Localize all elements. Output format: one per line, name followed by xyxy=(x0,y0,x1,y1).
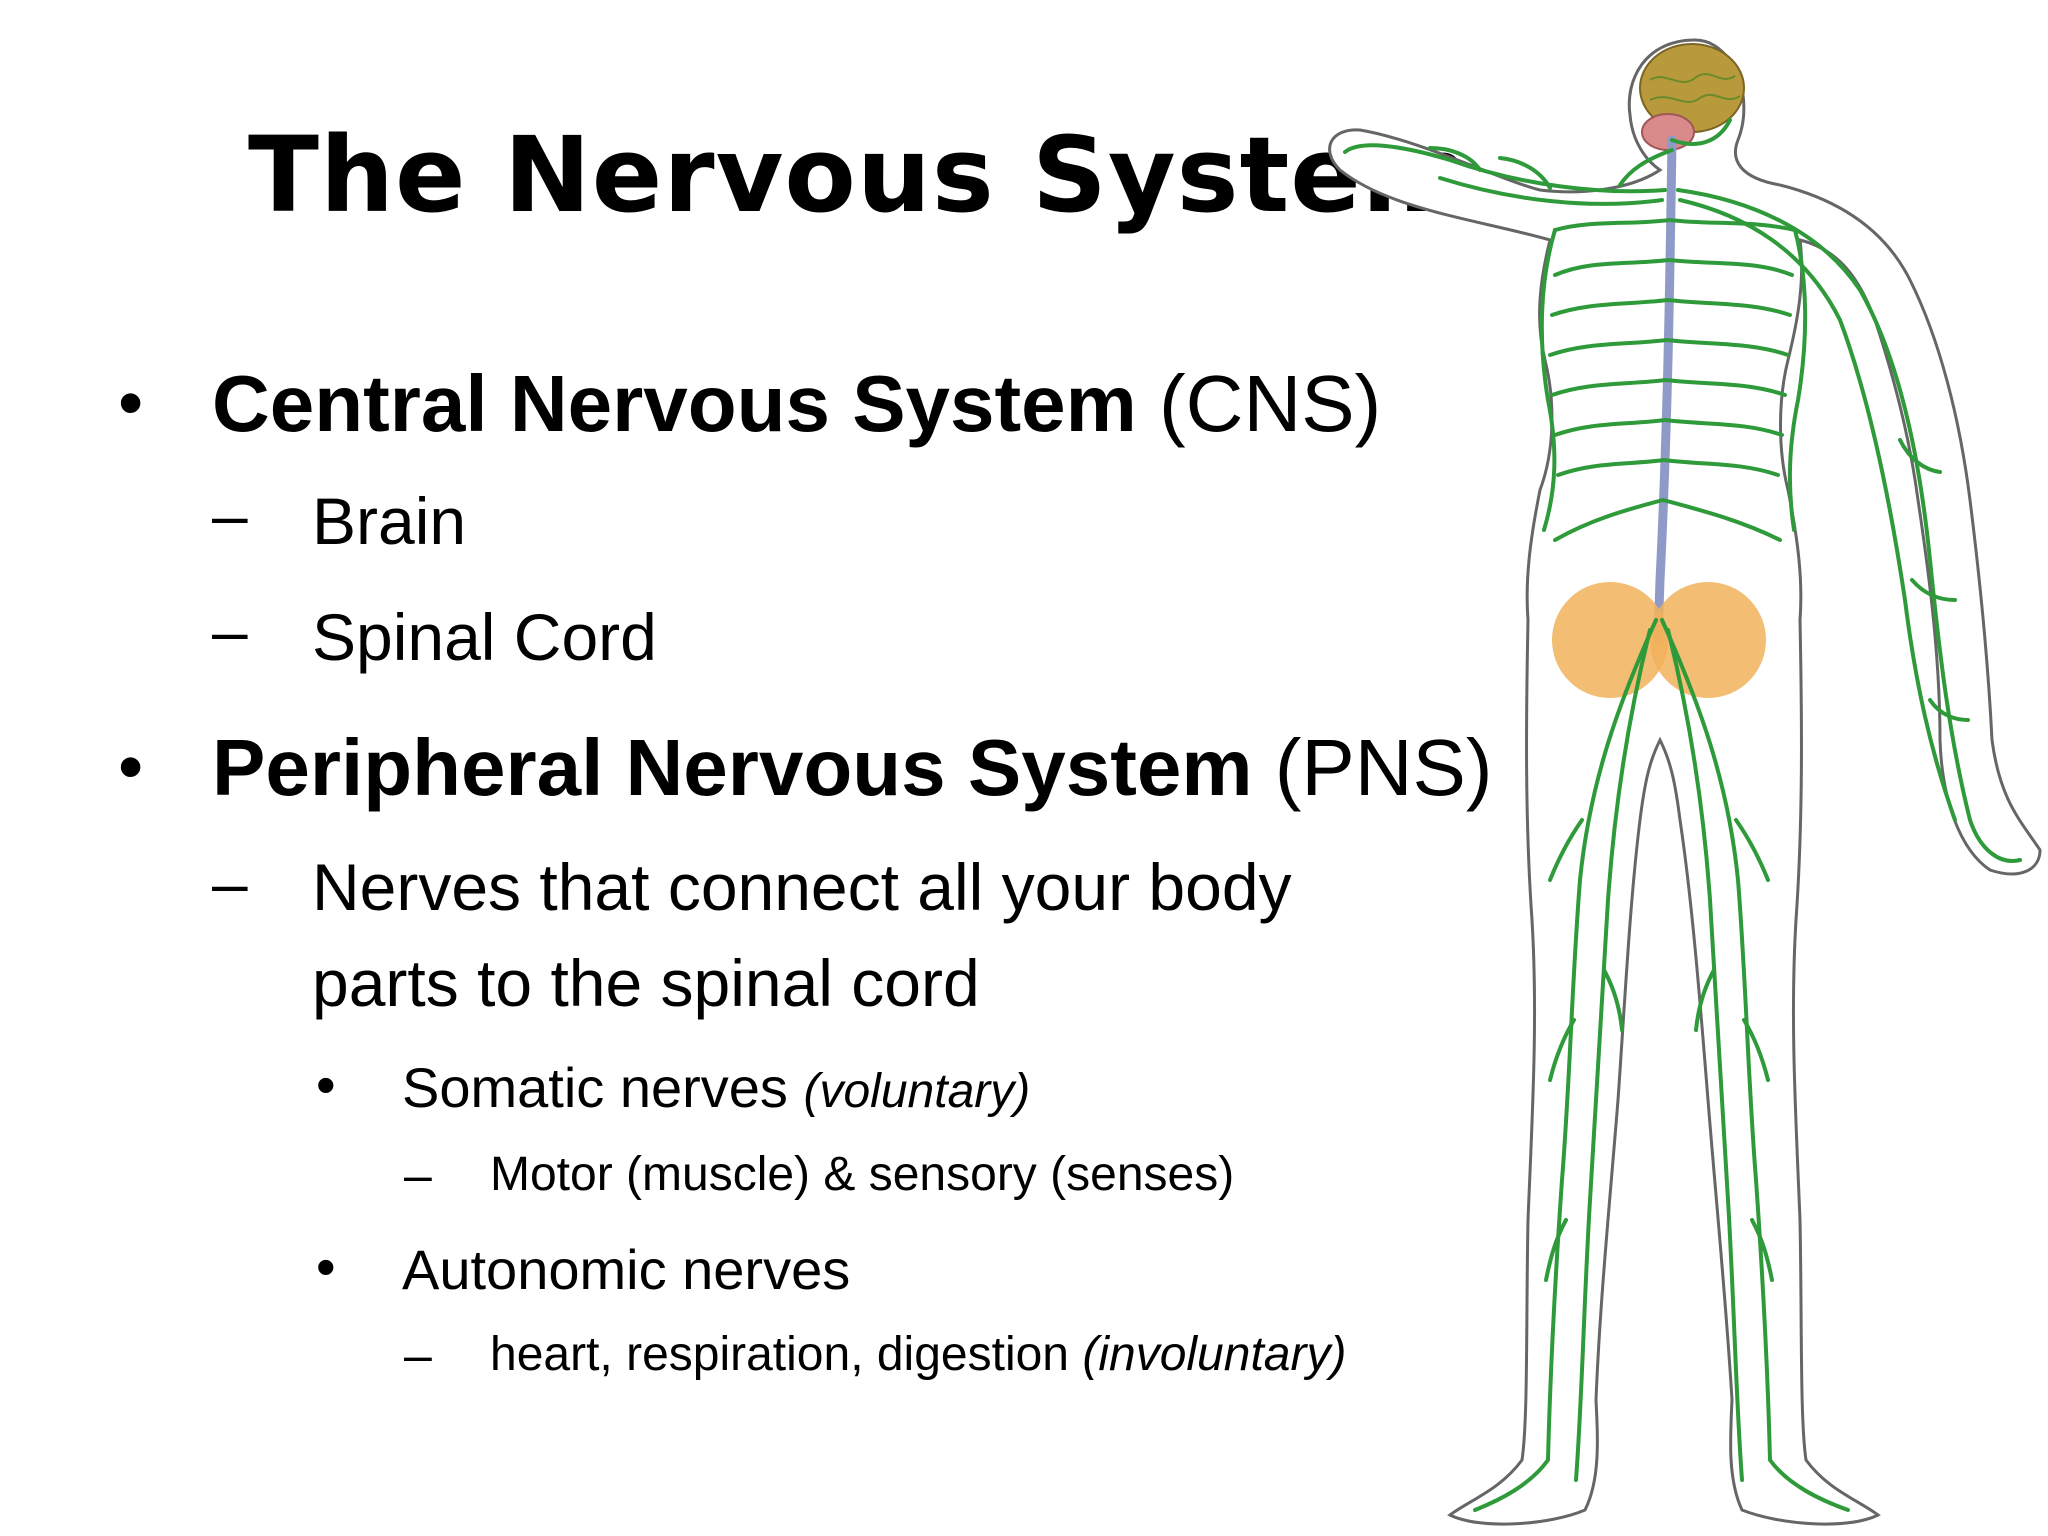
dash-icon: – xyxy=(404,1147,432,1203)
dash-icon: – xyxy=(212,479,248,551)
pns-heading-bold: Peripheral Nervous System xyxy=(212,723,1253,812)
bullet-icon: • xyxy=(118,363,144,443)
nervous-system-illustration xyxy=(1328,38,2042,1526)
somatic-detail: Motor (muscle) & sensory (senses) xyxy=(490,1148,1235,1201)
somatic-qualifier: (voluntary) xyxy=(803,1065,1031,1118)
bullet-icon: • xyxy=(118,727,144,807)
cns-heading: Central Nervous System (CNS) xyxy=(212,356,1381,452)
cns-heading-abbr: (CNS) xyxy=(1136,359,1382,448)
cns-item-spinal-cord: Spinal Cord xyxy=(312,600,657,674)
spinal-cord xyxy=(1653,135,1677,645)
pns-description-line-1: Nerves that connect all your body xyxy=(312,850,1292,924)
autonomic-detail: heart, respiration, digestion (involunta… xyxy=(490,1326,1346,1384)
dash-icon: – xyxy=(212,595,248,667)
somatic-label: Somatic nerves xyxy=(402,1056,804,1119)
pns-heading-abbr: (PNS) xyxy=(1252,723,1493,812)
autonomic-detail-qualifier: (involuntary) xyxy=(1082,1328,1347,1381)
autonomic-detail-text: heart, respiration, digestion xyxy=(490,1328,1083,1381)
dash-icon: – xyxy=(404,1327,432,1383)
cns-heading-bold: Central Nervous System xyxy=(212,359,1137,448)
somatic-nerves: Somatic nerves (voluntary) xyxy=(402,1054,1030,1121)
bullet-icon: • xyxy=(316,1235,336,1298)
bullet-icon: • xyxy=(316,1053,336,1116)
nerve-network xyxy=(1343,118,2022,1512)
cns-item-brain: Brain xyxy=(312,484,467,558)
pelvis-right xyxy=(1650,582,1766,698)
autonomic-nerves: Autonomic nerves xyxy=(402,1238,851,1301)
dash-icon: – xyxy=(212,847,248,919)
slide-title: The Nervous System xyxy=(248,114,1472,236)
pns-description-line-2: parts to the spinal cord xyxy=(312,946,980,1020)
pns-heading: Peripheral Nervous System (PNS) xyxy=(212,720,1492,816)
